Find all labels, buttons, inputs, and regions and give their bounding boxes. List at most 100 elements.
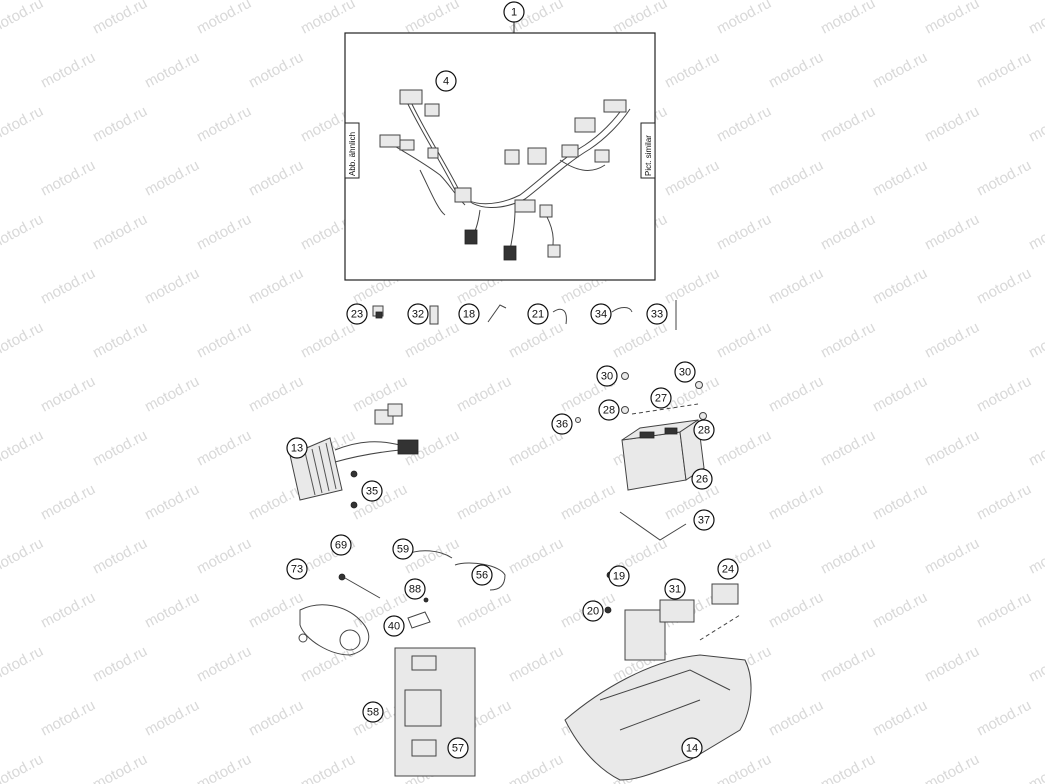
watermark-text: motod.ru: [766, 157, 826, 200]
watermark-text: motod.ru: [922, 0, 982, 38]
watermark-text: motod.ru: [0, 751, 46, 784]
callout-23: 23: [346, 303, 368, 325]
watermark-text: motod.ru: [38, 589, 98, 632]
watermark-text: motod.ru: [714, 0, 774, 38]
watermark-text: motod.ru: [90, 427, 150, 470]
callout-circle: [404, 578, 426, 600]
watermark-text: motod.ru: [974, 373, 1034, 416]
watermark-text: motod.ru: [90, 0, 150, 38]
watermark-text: motod.ru: [714, 751, 774, 784]
lower-left-parts: [298, 550, 506, 777]
watermark-text: motod.ru: [766, 49, 826, 92]
callout-circle: [330, 534, 352, 556]
callout-number: 30: [601, 371, 613, 383]
watermark-text: motod.ru: [870, 49, 930, 92]
frame-label-left: Abb. ähnlich: [348, 132, 357, 176]
callout-number: 19: [613, 571, 625, 583]
watermark-text: motod.ru: [662, 265, 722, 308]
callout-circle: [503, 1, 525, 23]
watermark-text: motod.ru: [922, 535, 982, 578]
watermark-text: motod.ru: [974, 481, 1034, 524]
watermark-text: motod.ru: [818, 0, 878, 38]
callout-circle: [598, 399, 620, 421]
callout-26: 26: [691, 468, 713, 490]
callout-circle: [664, 578, 686, 600]
watermark-text: motod.ru: [38, 157, 98, 200]
watermark-text: motod.ru: [506, 643, 566, 686]
callout-circle: [458, 303, 480, 325]
watermark-text: motod.ru: [90, 535, 150, 578]
callout-number: 28: [698, 425, 710, 437]
callout-number: 4: [443, 76, 449, 88]
watermark-text: motod.ru: [714, 103, 774, 146]
callout-number: 21: [532, 309, 544, 321]
watermark-text: motod.ru: [246, 157, 306, 200]
callout-circle: [596, 365, 618, 387]
watermark-text: motod.ru: [818, 643, 878, 686]
watermark-text: motod.ru: [90, 103, 150, 146]
callout-number: 73: [291, 564, 303, 576]
watermark-text: motod.ru: [90, 751, 150, 784]
watermark-text: motod.ru: [974, 157, 1034, 200]
callout-number: 37: [698, 515, 710, 527]
callout-circle: [435, 70, 457, 92]
callout-circle: [693, 509, 715, 531]
callout-28: 28: [598, 399, 620, 421]
callout-circle: [362, 701, 384, 723]
callout-58: 58: [362, 701, 384, 723]
callout-number: 88: [409, 584, 421, 596]
watermark-text: motod.ru: [454, 481, 514, 524]
callout-31: 31: [664, 578, 686, 600]
callout-circle: [527, 303, 549, 325]
watermark-text: motod.ru: [246, 265, 306, 308]
callout-circle: [691, 468, 713, 490]
watermark-text: motod.ru: [766, 697, 826, 740]
watermark-text: motod.ru: [38, 373, 98, 416]
watermark-text: motod.ru: [142, 265, 202, 308]
watermark-text: motod.ru: [194, 535, 254, 578]
callout-number: 34: [595, 309, 607, 321]
watermark-text: motod.ru: [922, 643, 982, 686]
callout-number: 56: [476, 570, 488, 582]
watermark-text: motod.ru: [1026, 319, 1045, 362]
callout-number: 1: [511, 7, 517, 19]
callout-88: 88: [404, 578, 426, 600]
callout-circle: [717, 558, 739, 580]
watermark-text: motod.ru: [142, 481, 202, 524]
watermark-text: motod.ru: [454, 589, 514, 632]
callout-circle: [582, 600, 604, 622]
callout-number: 69: [335, 540, 347, 552]
frame-label-right: Pict. similar: [644, 135, 653, 176]
watermark-text: motod.ru: [1026, 0, 1045, 38]
watermark-text: motod.ru: [142, 49, 202, 92]
watermark-text: motod.ru: [818, 751, 878, 784]
watermark-text: motod.ru: [402, 0, 462, 38]
watermark-text: motod.ru: [38, 697, 98, 740]
watermark-text: motod.ru: [0, 535, 46, 578]
callout-number: 35: [366, 486, 378, 498]
callout-30: 30: [674, 361, 696, 383]
watermark-text: motod.ru: [714, 427, 774, 470]
watermark-text: motod.ru: [818, 211, 878, 254]
callout-number: 14: [686, 743, 698, 755]
callout-number: 23: [351, 309, 363, 321]
callout-number: 24: [722, 564, 734, 576]
watermark-text: motod.ru: [506, 535, 566, 578]
watermark-text: motod.ru: [714, 211, 774, 254]
watermark-text: motod.ru: [766, 265, 826, 308]
watermark-text: motod.ru: [506, 319, 566, 362]
callout-circle: [361, 480, 383, 502]
watermark-text: motod.ru: [766, 589, 826, 632]
watermark-text: motod.ru: [0, 643, 46, 686]
watermark-text: motod.ru: [974, 265, 1034, 308]
watermark-text: motod.ru: [974, 49, 1034, 92]
callout-37: 37: [693, 509, 715, 531]
callout-number: 31: [669, 584, 681, 596]
callout-circle: [681, 737, 703, 759]
watermark-text: motod.ru: [246, 49, 306, 92]
watermark-text: motod.ru: [194, 211, 254, 254]
callout-number: 59: [397, 544, 409, 556]
callout-circle: [286, 437, 308, 459]
callout-circle: [674, 361, 696, 383]
